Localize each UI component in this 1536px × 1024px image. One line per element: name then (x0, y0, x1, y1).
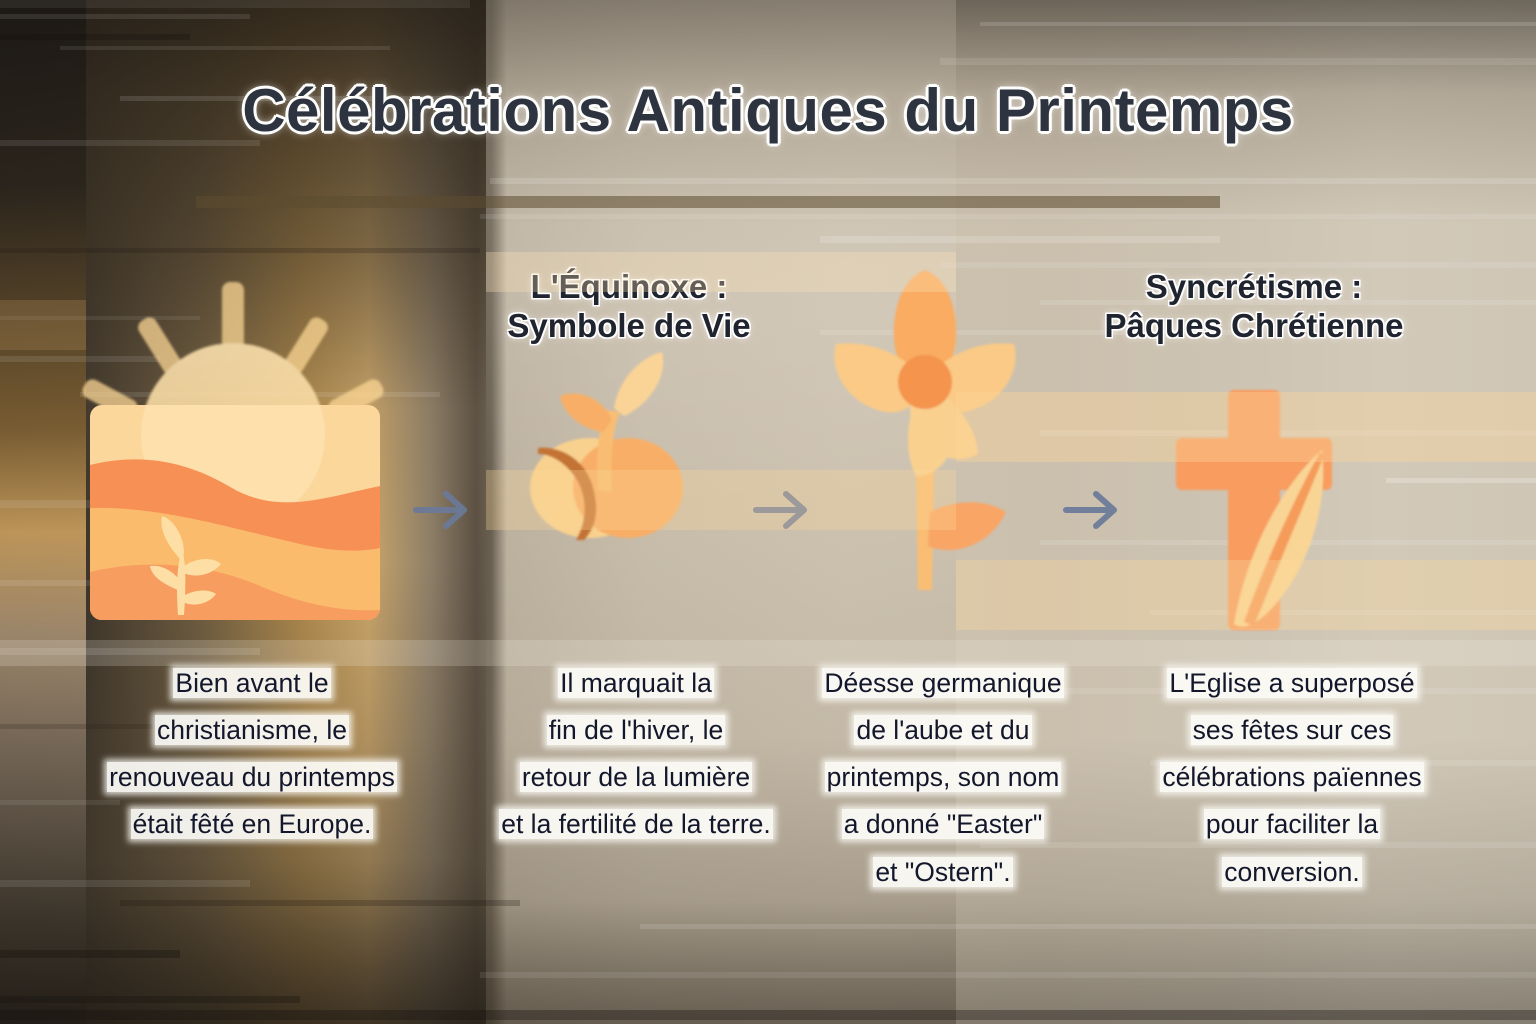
caption-line: ses fêtes sur ces (1190, 715, 1394, 746)
caption-panel-3: Déesse germanique de l'aube et du printemp… (778, 660, 1108, 896)
section-headings: L'Équinoxe : Symbole de Vie Syncrétisme … (0, 268, 1536, 378)
arrow-right-icon-2 (748, 482, 816, 543)
caption-panel-1: Bien avant le christianisme, le renouveau … (52, 660, 452, 849)
scanline-streak (0, 996, 300, 1003)
scanline-streak (0, 500, 90, 508)
caption-line: L'Eglise a superposé (1167, 668, 1417, 698)
scanline-streak (0, 0, 470, 8)
scanline-streak (0, 248, 480, 253)
scanline-streak (940, 58, 1536, 65)
scanline-streak (0, 724, 200, 729)
scanline-streak (0, 356, 160, 362)
heading-syncretisme: Syncrétisme : Pâques Chrétienne (1104, 268, 1404, 344)
caption-line: et "Ostern". (873, 856, 1013, 887)
scanline-streak (820, 236, 1220, 243)
caption-line: retour de la lumière (519, 762, 753, 793)
page-title: Célébrations Antiques du Printemps (242, 77, 1294, 144)
scanline-streak (640, 924, 1536, 929)
caption-line: Bien avant le (173, 668, 331, 698)
caption-line: était fêté en Europe. (130, 809, 374, 840)
caption-line: célébrations païennes (1160, 762, 1424, 793)
scanline-streak (0, 648, 260, 655)
caption-line: pour faciliter la (1203, 809, 1381, 840)
scanline-streak (196, 196, 1220, 208)
scanline-streak (0, 950, 180, 958)
caption-panel-4: L'Eglise a superposé ses fêtes sur ces cél… (1108, 660, 1476, 896)
sprout-from-cracked-egg-icon (530, 352, 683, 540)
scanline-streak (0, 880, 250, 887)
scanline-streak (0, 140, 260, 146)
scanline-streak (940, 262, 1536, 268)
background-left-column (0, 0, 86, 1024)
scanline-streak (490, 178, 1536, 184)
caption-line: a donné "Easter" (841, 809, 1045, 840)
scanline-streak (0, 1010, 1536, 1020)
scanline-streak (0, 800, 120, 805)
scanline-streak (1040, 430, 1536, 436)
caption-line: conversion. (1222, 856, 1362, 887)
scanline-streak (120, 96, 480, 101)
caption-line: et la fertilité de la terre. (499, 809, 773, 840)
flower-icon (834, 270, 1016, 590)
scanline-streak (1386, 478, 1536, 483)
caption-line: printemps, son nom (824, 762, 1062, 793)
arrow-right-icon-1 (408, 482, 476, 543)
scanline-streak (0, 14, 250, 19)
caption-line: de l'aube et du (854, 715, 1032, 746)
caption-line: fin de l'hiver, le (546, 715, 726, 746)
scanline-streak (980, 842, 1536, 848)
scanline-streak (120, 900, 520, 906)
arrow-right-icon-3 (1058, 482, 1126, 543)
sunrise-over-hills-icon (82, 282, 384, 620)
scanline-streak (0, 580, 120, 586)
scanline-streak (60, 46, 390, 50)
panel-spring-flower (810, 260, 1090, 660)
heading-equinoxe: L'Équinoxe : Symbole de Vie (507, 268, 751, 344)
scanline-streak (980, 22, 1536, 26)
caption-line: Il marquait la (558, 668, 714, 698)
cross-with-leaf-icon (1176, 390, 1332, 630)
scanline-streak (1040, 300, 1536, 305)
caption-line: renouveau du printemps (107, 762, 397, 793)
scanline-streak (0, 34, 190, 40)
scanline-streak (1150, 610, 1536, 615)
scanline-streak (820, 330, 1240, 335)
scanline-streak (480, 972, 1536, 978)
caption-line: Déesse germanique (822, 668, 1064, 698)
illustration-panels (0, 260, 1536, 660)
caption-line: christianisme, le (155, 715, 349, 746)
scanline-streak (0, 316, 200, 320)
caption-panel-2: Il marquait la fin de l'hiver, le retour d… (450, 660, 822, 849)
panel-sprouting-seed (480, 260, 770, 660)
panel-cross-leaf (1130, 260, 1430, 660)
scanline-streak (480, 214, 1536, 219)
panel-sunrise-fields (0, 260, 470, 660)
